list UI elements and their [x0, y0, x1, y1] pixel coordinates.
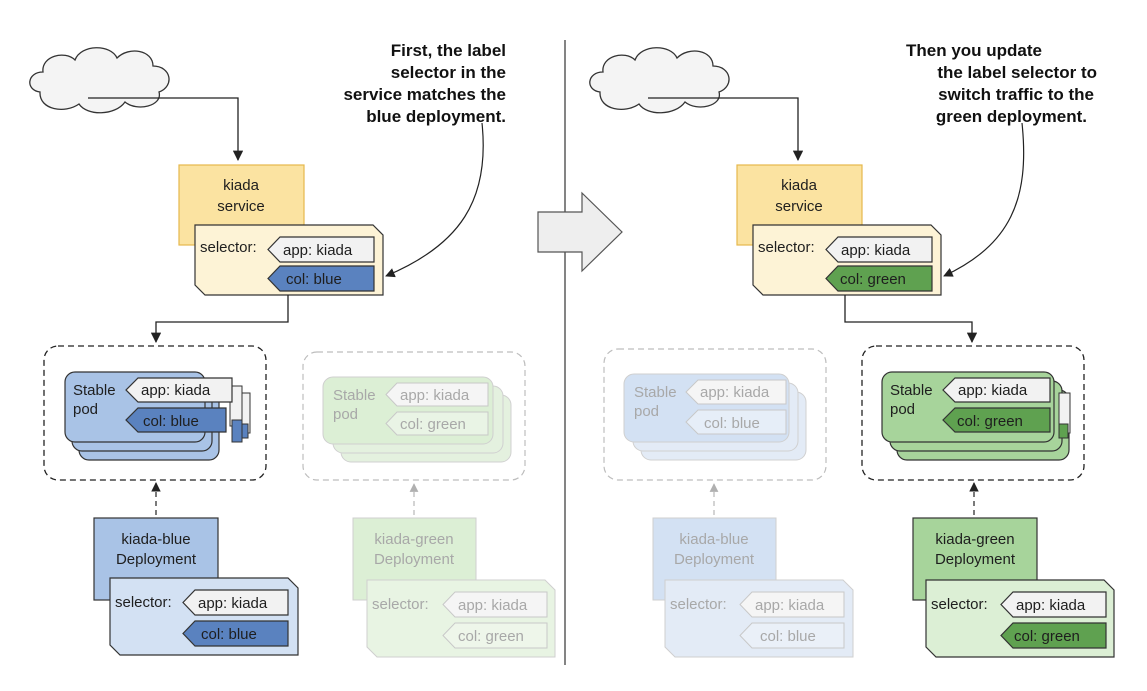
blue-pod-inactive-app-tag: [685, 379, 787, 405]
green-pods-group-inactive: [302, 351, 526, 481]
green-deployment-inactive-line2: Deployment: [374, 551, 455, 568]
green-pods-group: [861, 345, 1085, 481]
service-selector-label: selector:: [200, 239, 257, 256]
green-deployment-col-tag: [1000, 622, 1107, 649]
blue-deployment-inactive-app-tag: [739, 591, 845, 618]
blue-deployment-selector-label: selector:: [115, 594, 172, 611]
green-pod-inactive-col-tag-text: col: green: [400, 416, 466, 433]
blue-deployment-line1: kiada-blue: [121, 531, 190, 548]
service-right-col-tag: [825, 265, 933, 292]
green-deployment-inactive-col-tag: [442, 622, 548, 649]
service-app-tag-text: app: kiada: [283, 242, 353, 259]
green-pod-name-line1: Stable: [890, 382, 933, 399]
blue-deployment-inactive-col-tag-text: col: blue: [760, 628, 816, 645]
left-panel: kiada service selector: app: kiada col: …: [29, 41, 556, 658]
service-title-line1: kiada: [223, 177, 260, 194]
green-deployment-line1: kiada-green: [935, 531, 1014, 548]
cloud-icon-right: [589, 47, 730, 114]
green-deployment-line2: Deployment: [935, 551, 1016, 568]
cloud-icon: [29, 47, 170, 114]
green-deployment-inactive-col-tag-text: col: green: [458, 628, 524, 645]
blue-deployment-inactive-selector-label: selector:: [670, 596, 727, 613]
service-right-selector-label: selector:: [758, 239, 815, 256]
green-pod-name-line2: pod: [890, 401, 915, 418]
green-deployment-col-tag-text: col: green: [1014, 628, 1080, 645]
green-pod-inactive-col-tag: [385, 411, 489, 436]
annotation-left-line4: blue deployment.: [366, 107, 506, 126]
service-to-pods-arrow: [150, 295, 289, 344]
annotation-right-line3: switch traffic to the: [938, 85, 1094, 104]
right-panel: kiada service selector: app: kiada col: …: [589, 41, 1115, 658]
green-pod-app-tag: [942, 377, 1051, 403]
blue-pods-group: [43, 345, 267, 481]
blue-deployment-app-tag-text: app: kiada: [198, 595, 268, 612]
annotation-left-line1: First, the label: [391, 41, 506, 60]
green-deployment-inactive-app-tag: [442, 591, 548, 618]
service-to-pods-arrow-right: [844, 295, 978, 344]
blue-pod-col-tag: [125, 407, 227, 433]
green-deployment-inactive-app-tag-text: app: kiada: [458, 597, 528, 614]
blue-pod-name-line1: Stable: [73, 382, 116, 399]
blue-pod-col-tag-text: col: blue: [143, 413, 199, 430]
blue-pod-app-tag-text: app: kiada: [141, 382, 211, 399]
blue-deployment-col-tag-text: col: blue: [201, 626, 257, 643]
service-col-tag: [267, 265, 375, 292]
green-deployment-inactive-selector-label: selector:: [372, 596, 429, 613]
blue-deployment-inactive-app-tag-text: app: kiada: [755, 597, 825, 614]
annotation-arrow-right: [943, 122, 1025, 277]
transition-arrow-icon: [537, 191, 623, 273]
annotation-right-line1: Then you update: [906, 41, 1042, 60]
blue-pod-inactive-name-line1: Stable: [634, 384, 677, 401]
annotation-right-line4: green deployment.: [936, 107, 1087, 126]
service-right-title-line1: kiada: [781, 177, 818, 194]
green-deployment-selector-label: selector:: [931, 596, 988, 613]
green-deployment-inactive-line1: kiada-green: [374, 531, 453, 548]
blue-pod-app-tag: [125, 377, 233, 403]
blue-pod-inactive-app-tag-text: app: kiada: [700, 384, 770, 401]
blue-pod-inactive-col-tag: [685, 409, 787, 435]
annotation-right-line2: the label selector to: [937, 63, 1097, 82]
service-right-title-line2: service: [775, 198, 823, 215]
service-right-app-tag-text: app: kiada: [841, 242, 911, 259]
blue-pod-inactive-col-tag-text: col: blue: [704, 415, 760, 432]
blue-deployment-line2: Deployment: [116, 551, 197, 568]
blue-pod-inactive-name-line2: pod: [634, 403, 659, 420]
blue-deployment-inactive-line1: kiada-blue: [679, 531, 748, 548]
service-col-tag-text: col: blue: [286, 271, 342, 288]
green-pod-app-tag-text: app: kiada: [958, 382, 1028, 399]
cloud-to-service-arrow-right: [648, 97, 804, 162]
annotation-arrow: [385, 122, 484, 278]
blue-pod-name-line2: pod: [73, 401, 98, 418]
blue-deployment-inactive-col-tag: [739, 622, 845, 649]
green-pod-inactive-app-tag-text: app: kiada: [400, 387, 470, 404]
green-pod-col-tag: [942, 407, 1051, 433]
green-pod-inactive-name-line2: pod: [333, 406, 358, 423]
green-pod-inactive-app-tag: [385, 382, 489, 407]
service-title-line2: service: [217, 198, 265, 215]
green-pod-col-tag-text: col: green: [957, 413, 1023, 430]
service-right-col-tag-text: col: green: [840, 271, 906, 288]
service-right-app-tag: [825, 236, 933, 263]
annotation-left-line3: service matches the: [343, 85, 506, 104]
blue-deployment-app-tag: [182, 589, 289, 616]
green-deployment-app-tag: [1000, 591, 1107, 618]
cloud-to-service-arrow: [88, 97, 244, 162]
blue-deployment-col-tag: [182, 620, 289, 647]
service-app-tag: [267, 236, 375, 263]
green-deployment-app-tag-text: app: kiada: [1016, 597, 1086, 614]
green-pod-inactive-name-line1: Stable: [333, 387, 376, 404]
blue-deployment-inactive-line2: Deployment: [674, 551, 755, 568]
annotation-left-line2: selector in the: [391, 63, 506, 82]
